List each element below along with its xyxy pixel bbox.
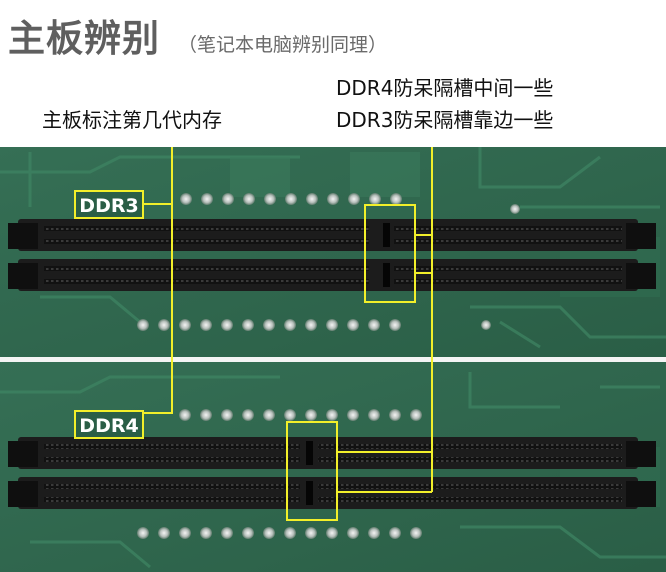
ddr4-slot-2 bbox=[8, 477, 656, 509]
annotation-lines bbox=[143, 147, 433, 521]
ddr3-notch-box bbox=[364, 204, 416, 303]
via-row-mid bbox=[137, 319, 491, 331]
ddr4-label: DDR4 bbox=[74, 410, 144, 439]
caption-ddr4-notch: DDR4防呆隔槽中间一些 bbox=[336, 76, 554, 100]
via-row-top bbox=[180, 193, 520, 214]
ddr4-board-panel bbox=[0, 362, 666, 572]
ddr4-notch-box bbox=[286, 421, 338, 521]
page-title: 主板辨别 bbox=[8, 17, 160, 60]
ddr4-slot-1 bbox=[8, 437, 656, 469]
svg-text:DDR4: DDR4 bbox=[79, 415, 138, 437]
caption-board-label: 主板标注第几代内存 bbox=[42, 108, 222, 132]
caption-ddr3-notch: DDR3防呆隔槽靠边一些 bbox=[336, 108, 554, 132]
ddr3-label: DDR3 bbox=[74, 190, 144, 219]
page-subtitle: （笔记本电脑辨别同理） bbox=[178, 34, 388, 56]
svg-text:DDR3: DDR3 bbox=[79, 195, 138, 217]
panel-divider bbox=[0, 357, 666, 362]
via-row-bottom bbox=[137, 527, 422, 539]
ddr3-slot-2 bbox=[8, 259, 656, 291]
ddr3-board-panel bbox=[0, 147, 666, 357]
motherboard-photo: DDR3 DDR4 bbox=[0, 147, 666, 572]
via-row-ddr4-top bbox=[179, 409, 422, 421]
ddr3-slot-1 bbox=[8, 219, 656, 251]
